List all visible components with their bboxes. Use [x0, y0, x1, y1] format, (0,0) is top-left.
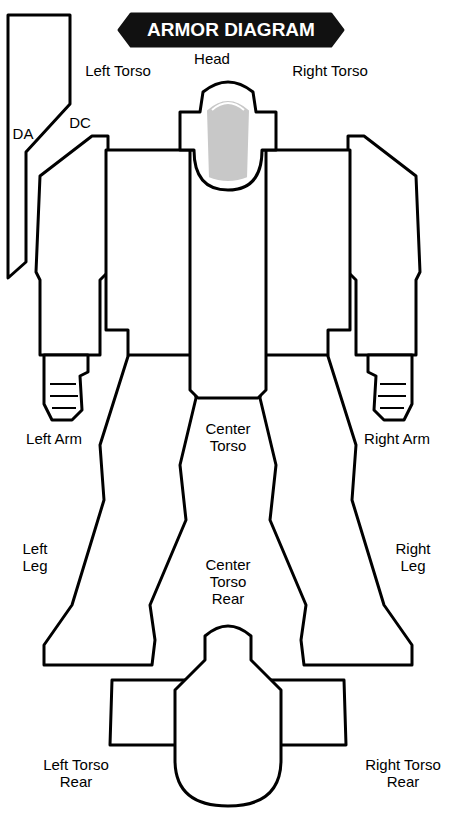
- left-torso: [106, 150, 192, 355]
- part-label: Right Torso Rear: [358, 756, 448, 790]
- part-label: Left Arm: [26, 430, 82, 447]
- right-torso: [264, 150, 350, 355]
- center-torso-rear: [175, 626, 281, 806]
- hand-fingers: [50, 384, 78, 408]
- visor-line: [212, 103, 244, 110]
- part-label: Right Leg: [393, 540, 433, 574]
- part-label: DA: [13, 125, 34, 142]
- part-label: Right Torso: [292, 62, 368, 79]
- right-leg: [260, 350, 412, 665]
- right-arm: [348, 136, 420, 355]
- left-hand: [44, 355, 88, 420]
- head-visor: [206, 100, 250, 182]
- part-label: Head: [194, 50, 230, 67]
- part-label: Left Torso Rear: [31, 756, 121, 790]
- head: [180, 82, 276, 190]
- left-arm: [36, 136, 108, 355]
- right-hand: [368, 355, 412, 420]
- part-label: Left Leg: [15, 540, 55, 574]
- part-label: Center Torso Rear: [198, 556, 258, 607]
- part-label: Center Torso: [198, 420, 258, 454]
- title-text: ARMOR DIAGRAM: [147, 19, 315, 41]
- hand-fingers: [378, 384, 406, 408]
- left-leg: [44, 350, 196, 665]
- title-banner: [119, 14, 343, 46]
- part-label: Left Torso: [85, 62, 151, 79]
- part-label: DC: [69, 114, 91, 131]
- part-label: Right Arm: [364, 430, 430, 447]
